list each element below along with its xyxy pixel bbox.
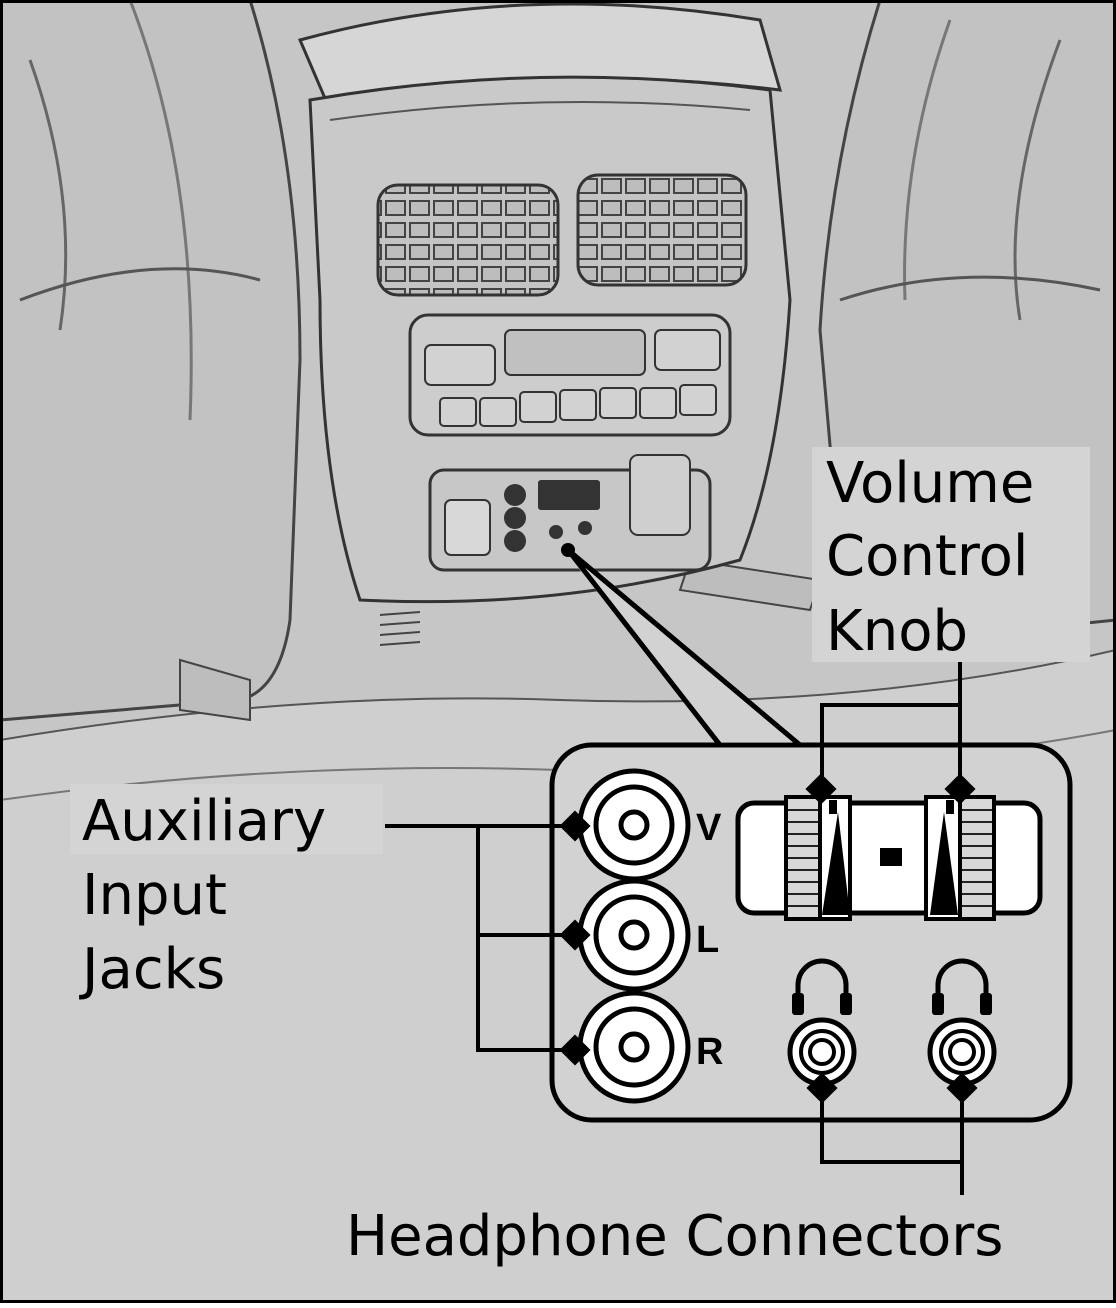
auxiliary-right-audio-jack[interactable] [577,990,691,1104]
auxiliary-video-jack[interactable] [577,768,691,882]
volume-label-line-3: Knob [826,599,968,664]
jack-letter-l: L [696,919,719,961]
left-air-vent [376,183,560,297]
right-air-vent [576,173,748,287]
volume-leader-lines [820,660,962,790]
headphone-connectors-label: Headphone Connectors [346,1204,1003,1269]
volume-label-box [812,447,1090,662]
volume-label-line-1: Volume [826,451,1034,516]
headphone-icon [932,958,992,1015]
jack-letter-v: V [696,807,722,849]
headphone-leader-lines [820,1090,964,1195]
auxiliary-label-line-2: Input [82,863,227,928]
knob-divider-mark [880,848,902,866]
jack-letter-r: R [696,1031,723,1073]
volume-knob-right[interactable] [924,795,996,921]
auxiliary-label-box [70,784,383,854]
volume-knob-left[interactable] [784,795,852,921]
headphone-jack-right[interactable] [927,1017,997,1087]
volume-label-line-2: Control [826,524,1028,589]
auxiliary-leader-lines [385,824,575,1052]
auxiliary-left-audio-jack[interactable] [577,878,691,992]
auxiliary-label-line-3: Jacks [79,937,225,1002]
center-console [297,2,792,646]
auxiliary-label-line-1: Auxiliary [82,789,326,854]
headphone-icon [792,958,852,1015]
headphone-jack-left[interactable] [787,1017,857,1087]
